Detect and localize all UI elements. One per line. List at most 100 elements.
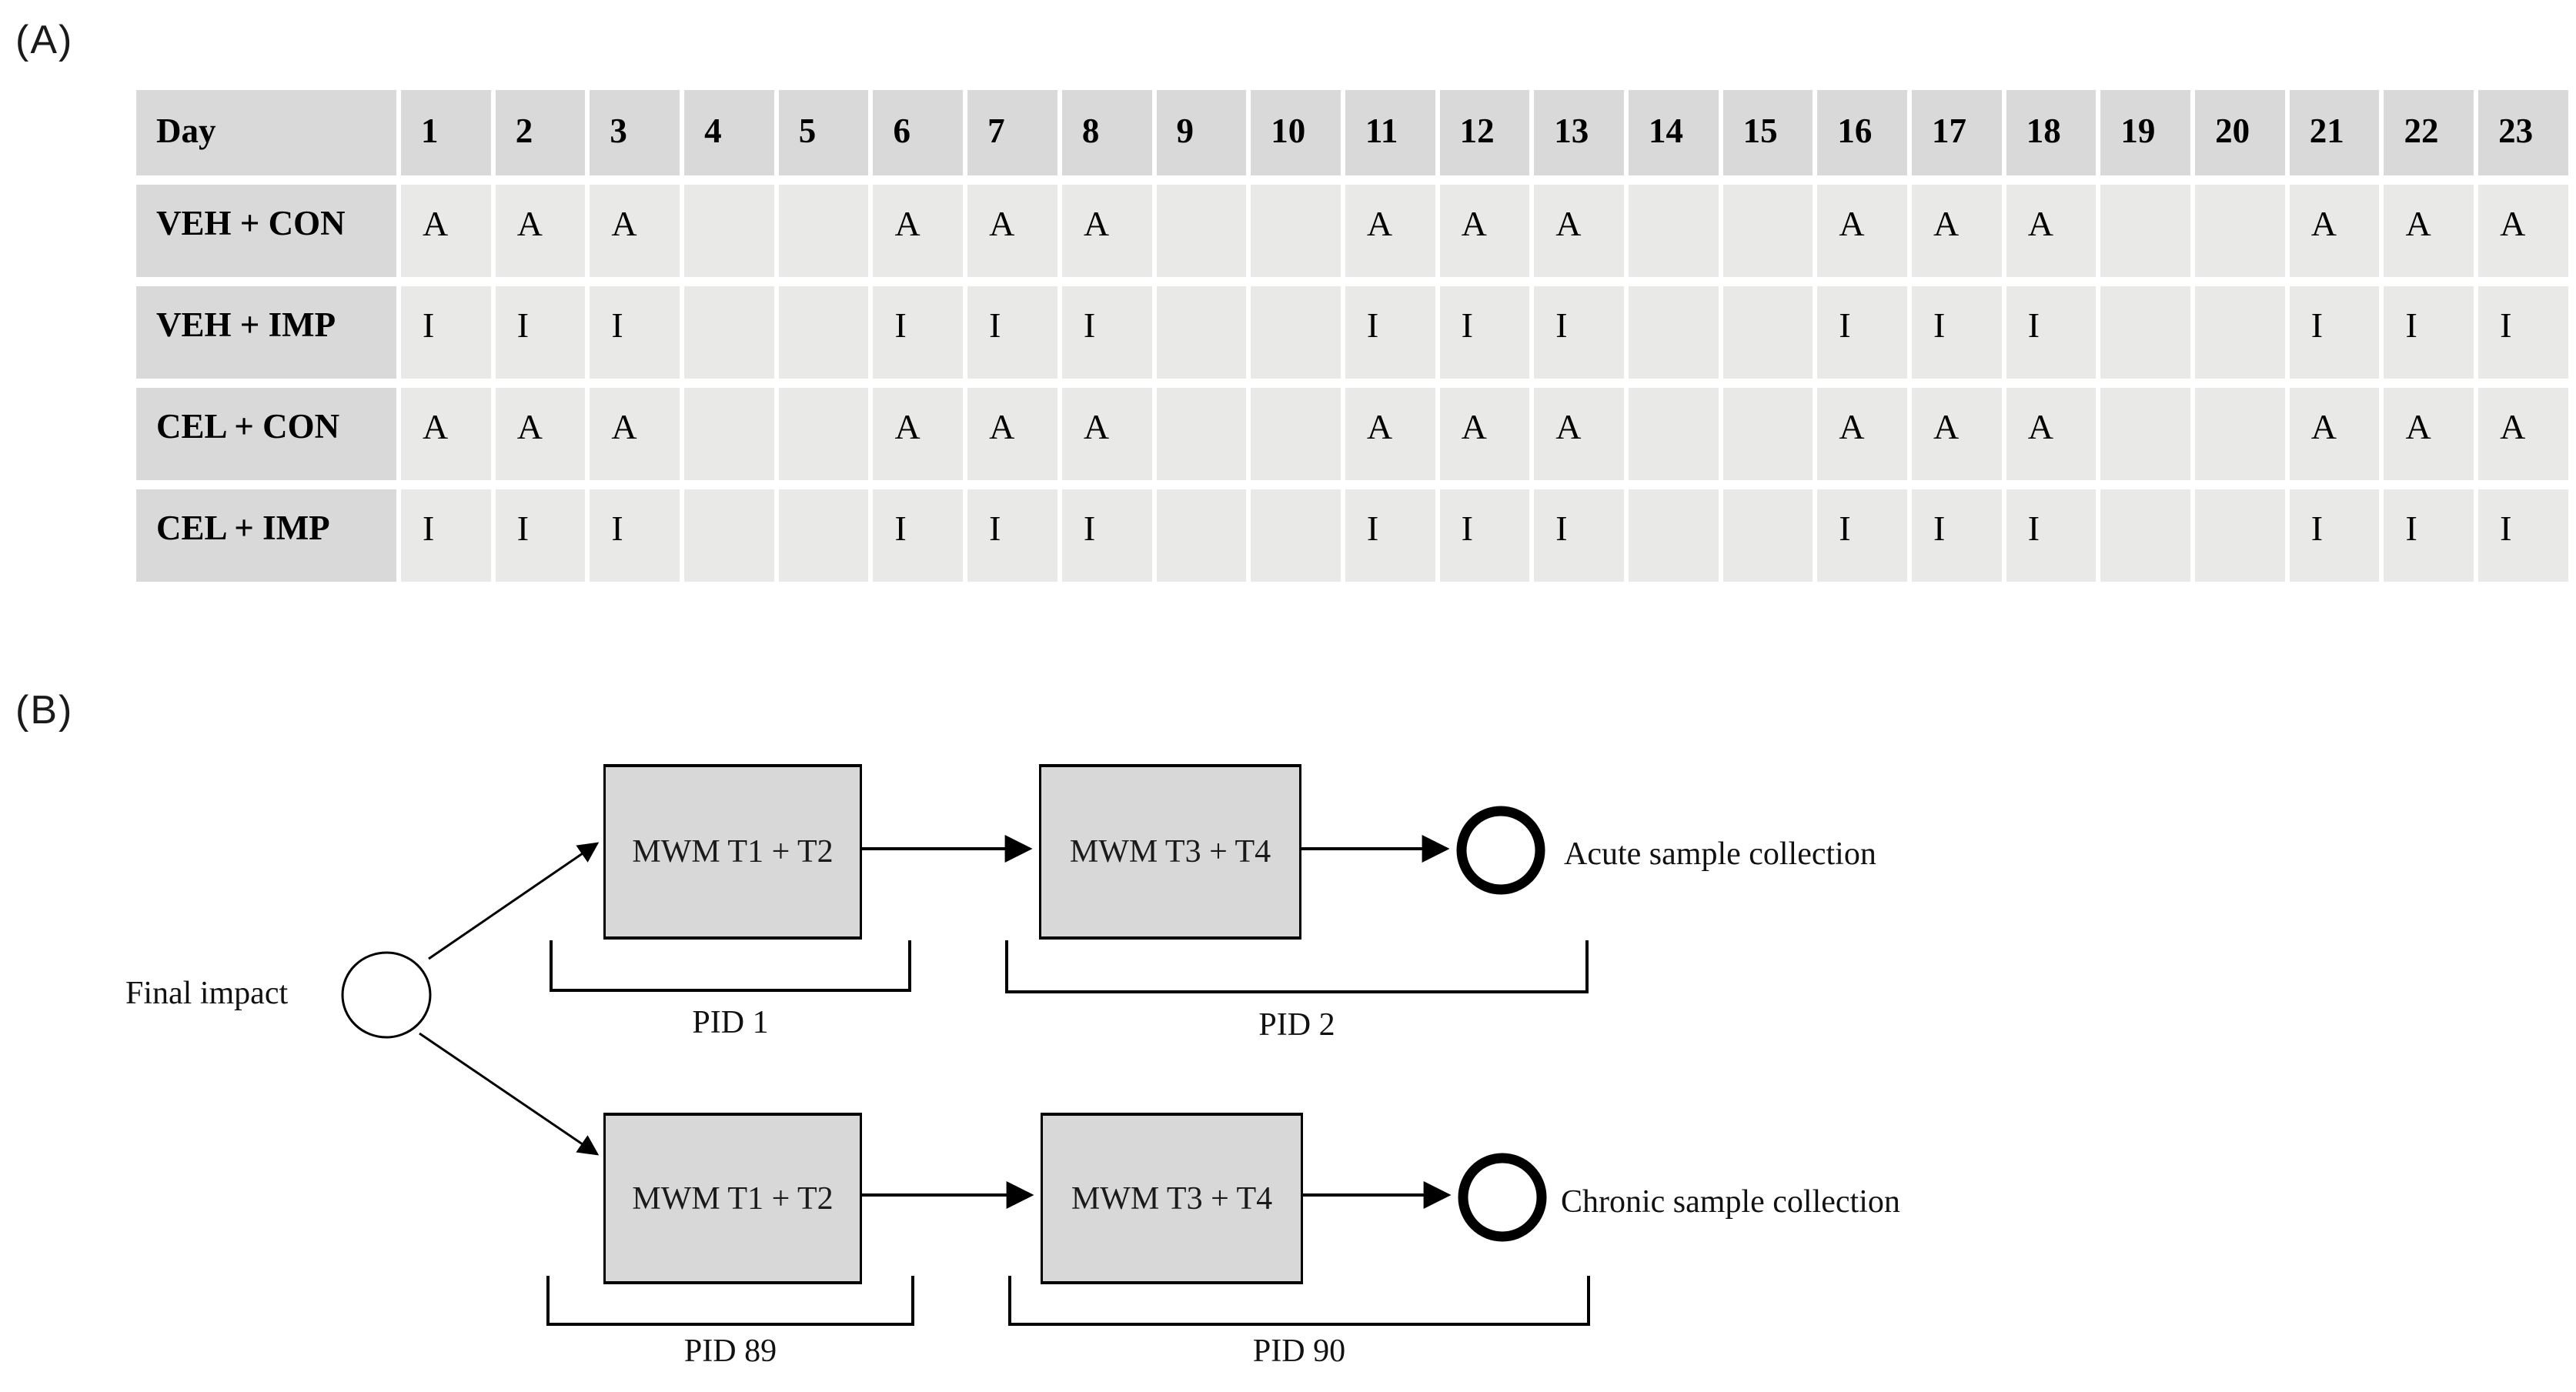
empty-cell — [1722, 286, 1813, 379]
empty-cell — [1628, 286, 1719, 379]
empty-cell — [1156, 489, 1247, 582]
mark-cell: I — [1912, 286, 2002, 379]
mark-cell: I — [2289, 489, 2380, 582]
empty-cell — [778, 489, 869, 582]
mark-cell: A — [1061, 388, 1152, 480]
empty-cell — [2195, 286, 2285, 379]
mark-cell: A — [967, 388, 1057, 480]
empty-cell — [778, 185, 869, 277]
day-number-header: 16 — [1817, 90, 1907, 175]
panel-a-label: (A) — [15, 18, 74, 62]
pid-2-bracket — [1005, 940, 1589, 993]
empty-cell — [1251, 286, 1341, 379]
chronic-sample-collection-label: Chronic sample collection — [1561, 1184, 1900, 1220]
mark-cell: I — [495, 489, 586, 582]
arrow-to-chronic-branch — [419, 1032, 600, 1156]
mark-cell: A — [495, 388, 586, 480]
group-label-cell: VEH + IMP — [136, 286, 396, 379]
day-number-header: 13 — [1534, 90, 1624, 175]
day-number-header: 22 — [2384, 90, 2474, 175]
empty-cell — [2195, 185, 2285, 277]
mark-cell: A — [495, 185, 586, 277]
pid-2-label: PID 2 — [1258, 1007, 1335, 1043]
empty-cell — [778, 286, 869, 379]
group-label-cell: VEH + CON — [136, 185, 396, 277]
day-number-header: 8 — [1061, 90, 1152, 175]
panel-b-label: (B) — [15, 688, 74, 733]
mark-cell: I — [1534, 489, 1624, 582]
empty-cell — [2100, 489, 2191, 582]
mark-cell: A — [2384, 388, 2474, 480]
mwm-t3-t4-box-chronic: MWM T3 + T4 — [1041, 1113, 1303, 1284]
mark-cell: I — [495, 286, 586, 379]
mark-cell: I — [590, 489, 680, 582]
empty-cell — [1156, 286, 1247, 379]
mark-cell: I — [2006, 286, 2097, 379]
day-number-header: 18 — [2006, 90, 2097, 175]
day-number-header: 20 — [2195, 90, 2285, 175]
day-number-header: 1 — [401, 90, 491, 175]
mark-cell: A — [1439, 388, 1530, 480]
mark-cell: I — [2478, 286, 2568, 379]
mark-cell: A — [1534, 185, 1624, 277]
day-number-header: 19 — [2100, 90, 2191, 175]
day-number-header: 12 — [1439, 90, 1530, 175]
mark-cell: I — [1817, 286, 1907, 379]
day-number-header: 11 — [1345, 90, 1435, 175]
mark-cell: I — [1534, 286, 1624, 379]
mark-cell: A — [1817, 185, 1907, 277]
mark-cell: A — [401, 388, 491, 480]
day-number-header: 14 — [1628, 90, 1719, 175]
chronic-endpoint-circle — [1458, 1153, 1547, 1242]
mark-cell: I — [1439, 489, 1530, 582]
empty-cell — [1251, 388, 1341, 480]
mwm-t1-t2-box-chronic: MWM T1 + T2 — [603, 1113, 862, 1284]
mark-cell: A — [1061, 185, 1152, 277]
mark-cell: A — [2006, 185, 2097, 277]
day-number-header: 6 — [873, 90, 964, 175]
day-header-cell: Day — [136, 90, 396, 175]
mark-cell: I — [401, 489, 491, 582]
mark-cell: I — [590, 286, 680, 379]
empty-cell — [684, 286, 774, 379]
day-number-header: 10 — [1251, 90, 1341, 175]
empty-cell — [2100, 286, 2191, 379]
final-impact-node-circle — [341, 951, 432, 1039]
pid-1-label: PID 1 — [692, 1005, 769, 1040]
empty-cell — [778, 388, 869, 480]
mark-cell: A — [873, 388, 964, 480]
pid-90-label: PID 90 — [1252, 1334, 1346, 1369]
empty-cell — [2195, 489, 2285, 582]
mark-cell: A — [1345, 388, 1435, 480]
mark-cell: A — [2289, 185, 2380, 277]
mark-cell: A — [1534, 388, 1624, 480]
day-number-header: 23 — [2478, 90, 2568, 175]
mark-cell: A — [873, 185, 964, 277]
mark-cell: A — [1912, 388, 2002, 480]
mark-cell: I — [2289, 286, 2380, 379]
final-impact-label: Final impact — [125, 976, 289, 1011]
mark-cell: A — [590, 185, 680, 277]
pid-1-bracket — [550, 940, 911, 992]
acute-sample-collection-label: Acute sample collection — [1564, 836, 1876, 872]
mark-cell: I — [967, 286, 1057, 379]
empty-cell — [1722, 388, 1813, 480]
empty-cell — [2100, 388, 2191, 480]
empty-cell — [2100, 185, 2191, 277]
mark-cell: I — [2384, 489, 2474, 582]
mark-cell: I — [2006, 489, 2097, 582]
mark-cell: I — [873, 286, 964, 379]
pid-89-bracket — [546, 1276, 914, 1326]
pid-89-label: PID 89 — [683, 1334, 777, 1369]
empty-cell — [1628, 388, 1719, 480]
mark-cell: A — [590, 388, 680, 480]
empty-cell — [1156, 388, 1247, 480]
mark-cell: A — [1439, 185, 1530, 277]
